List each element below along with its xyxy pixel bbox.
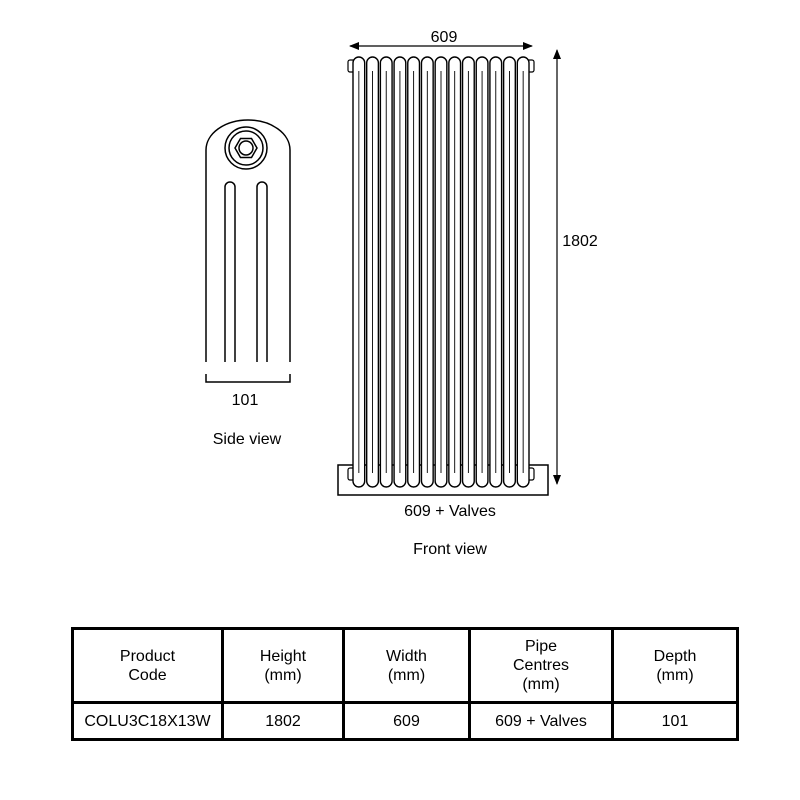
side-view-outline: [205, 119, 291, 362]
header-depth: Depth (mm): [611, 627, 739, 704]
side-view-slot-right: [256, 181, 268, 362]
cell-pipe-centres: 609 + Valves: [468, 701, 614, 741]
depth-dimension-bracket: [205, 374, 291, 383]
front-view-pipe-label: 609 + Valves: [404, 503, 496, 520]
side-view: [205, 119, 291, 383]
radiator-technical-drawing: 101 Side view 609 1802 609 + Valves Fron…: [205, 29, 598, 558]
front-view-caption: Front view: [413, 541, 487, 558]
header-product-code: Product Code: [71, 627, 224, 704]
front-view: [337, 42, 561, 496]
spec-table: Product Code Height (mm) Width (mm) Pipe…: [71, 627, 739, 741]
side-view-depth-label: 101: [232, 392, 259, 409]
valve-bore: [238, 140, 254, 156]
spec-table-row: COLU3C18X13W 1802 609 609 + Valves 101: [71, 701, 739, 741]
spec-table-header-row: Product Code Height (mm) Width (mm) Pipe…: [71, 627, 739, 704]
side-view-caption: Side view: [213, 431, 282, 448]
valve-outer-ring: [224, 126, 268, 170]
side-view-slot-left: [224, 181, 236, 362]
cell-depth: 101: [611, 701, 739, 741]
cell-product-code: COLU3C18X13W: [71, 701, 224, 741]
header-pipe-centres: Pipe Centres (mm): [468, 627, 614, 704]
valve-nut-hexagon: [234, 137, 258, 159]
radiator-columns: [347, 56, 535, 488]
front-view-height-label: 1802: [562, 233, 598, 250]
cell-height: 1802: [221, 701, 345, 741]
cell-width: 609: [342, 701, 471, 741]
front-view-width-label: 609: [431, 29, 458, 46]
header-width: Width (mm): [342, 627, 471, 704]
header-height: Height (mm): [221, 627, 345, 704]
valve-inner-ring: [228, 130, 264, 166]
